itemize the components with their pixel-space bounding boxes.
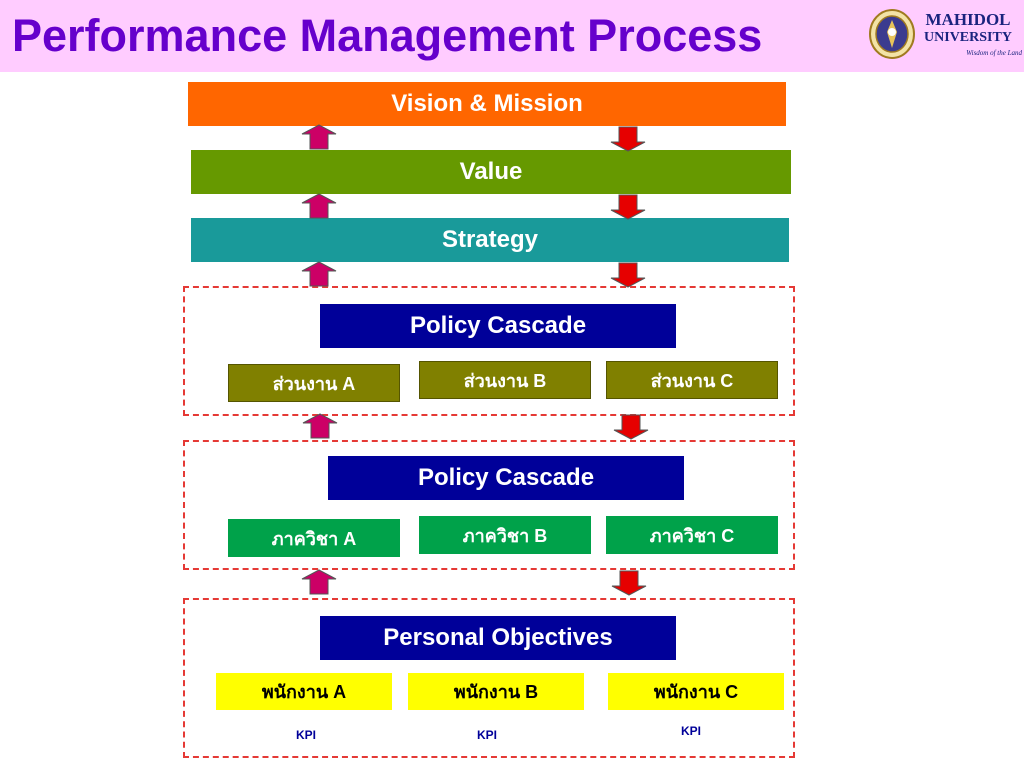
department-unit-c: ภาควิชา C (606, 516, 778, 554)
employee-c: พนักงาน C (608, 673, 784, 710)
department-policy-cascade-box: Policy Cascade (328, 456, 684, 500)
university-logo: MAHIDOL UNIVERSITY Wisdom of the Land (868, 6, 1022, 64)
employee-b: พนักงาน B (408, 673, 584, 710)
down-arrow-icon (613, 414, 649, 440)
personal-group (183, 598, 795, 758)
strategy-box: Strategy (191, 218, 789, 262)
division-unit-b: ส่วนงาน B (419, 361, 591, 399)
kpi-label-a: KPI (296, 728, 317, 742)
title-bar: Performance Management Process MAHIDOL U… (0, 0, 1024, 72)
logo-name: MAHIDOL (925, 10, 1011, 29)
up-arrow-icon (301, 193, 337, 219)
logo-university: UNIVERSITY (924, 30, 1012, 45)
up-arrow-icon (301, 261, 337, 287)
division-unit-c: ส่วนงาน C (606, 361, 778, 399)
division-policy-cascade-box: Policy Cascade (320, 304, 676, 348)
vision-mission-box: Vision & Mission (188, 82, 786, 126)
logo-tagline: Wisdom of the Land (966, 49, 1022, 57)
division-group (183, 286, 795, 416)
down-arrow-icon (610, 262, 646, 288)
down-arrow-icon (610, 194, 646, 220)
personal-objectives-box: Personal Objectives (320, 616, 676, 660)
department-unit-a: ภาควิชา A (228, 519, 400, 557)
kpi-label-c: KPI (681, 724, 702, 738)
up-arrow-icon (301, 124, 337, 150)
value-box: Value (191, 150, 791, 194)
employee-a: พนักงาน A (216, 673, 392, 710)
up-arrow-icon (302, 413, 338, 439)
department-unit-b: ภาควิชา B (419, 516, 591, 554)
down-arrow-icon (611, 570, 647, 596)
university-seal-icon (869, 9, 915, 59)
department-group (183, 440, 795, 570)
page-title: Performance Management Process (12, 10, 763, 61)
up-arrow-icon (301, 569, 337, 595)
down-arrow-icon (610, 126, 646, 152)
kpi-label-b: KPI (477, 728, 498, 742)
division-unit-a: ส่วนงาน A (228, 364, 400, 402)
